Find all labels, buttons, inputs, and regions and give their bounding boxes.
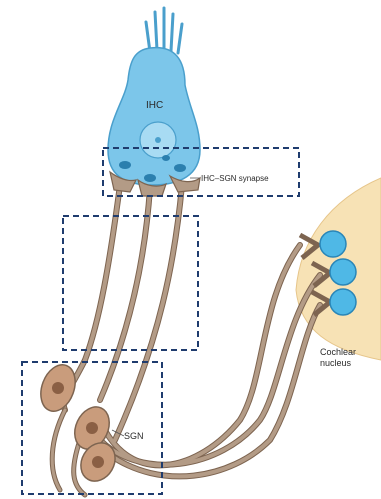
sgn-label: SGN	[124, 431, 144, 441]
synapse-label: IHC–SGN synapse	[201, 174, 269, 183]
terminal-ball-1	[320, 231, 346, 257]
cochlear-nucleus-label-line2: nucleus	[320, 358, 352, 368]
stereocilia	[146, 8, 182, 53]
terminal-ball-2	[330, 259, 356, 285]
ihc-label: IHC	[146, 100, 163, 111]
cochlear-nucleus-label-line1: Cochlear	[320, 347, 356, 357]
inner-hair-cell: IHC	[108, 8, 200, 185]
terminal-ball-3	[330, 289, 356, 315]
